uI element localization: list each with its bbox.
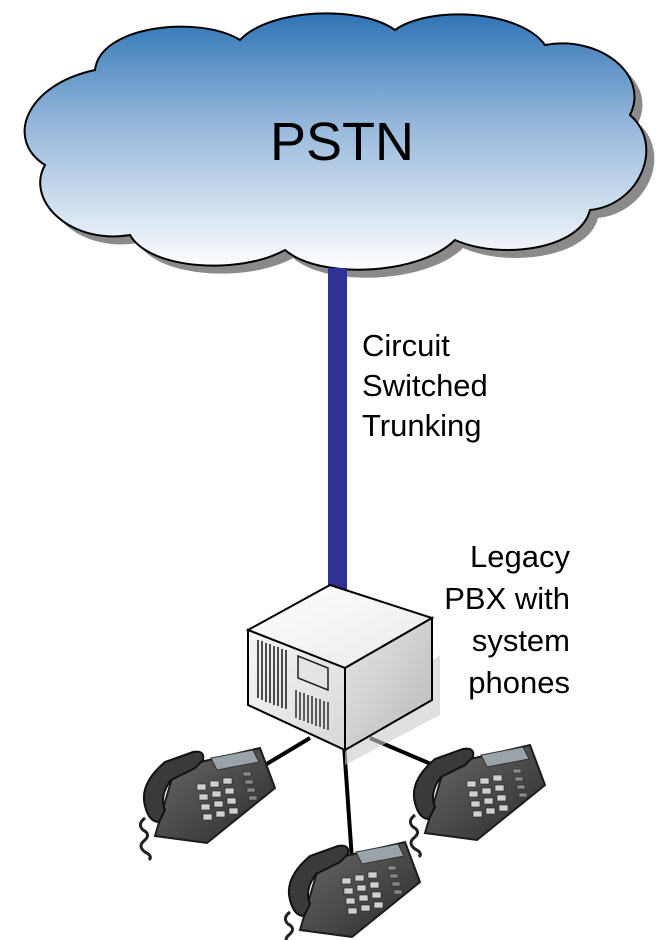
cloud-label: PSTN (270, 112, 415, 172)
pbx-label-line-1: Legacy (470, 539, 570, 574)
trunk-label: Circuit Switched Trunking (362, 326, 488, 446)
pbx-label-line-4: phones (468, 665, 570, 700)
phone-center-icon (283, 840, 422, 940)
pbx-icon (245, 583, 435, 752)
pstn-cloud (23, 12, 648, 271)
wire-left (258, 736, 312, 770)
pbx-label: Legacy PBX with system phones (410, 536, 570, 704)
phone-left-icon (138, 746, 277, 862)
trunk-label-line-2: Switched (362, 368, 488, 403)
trunk-line (328, 268, 347, 608)
trunk-label-line-1: Circuit (362, 328, 450, 363)
pbx-label-line-2: PBX with (444, 581, 570, 616)
trunk-label-line-3: Trunking (362, 408, 482, 443)
phone-right-icon (408, 743, 547, 859)
pbx-label-line-3: system (471, 623, 570, 658)
